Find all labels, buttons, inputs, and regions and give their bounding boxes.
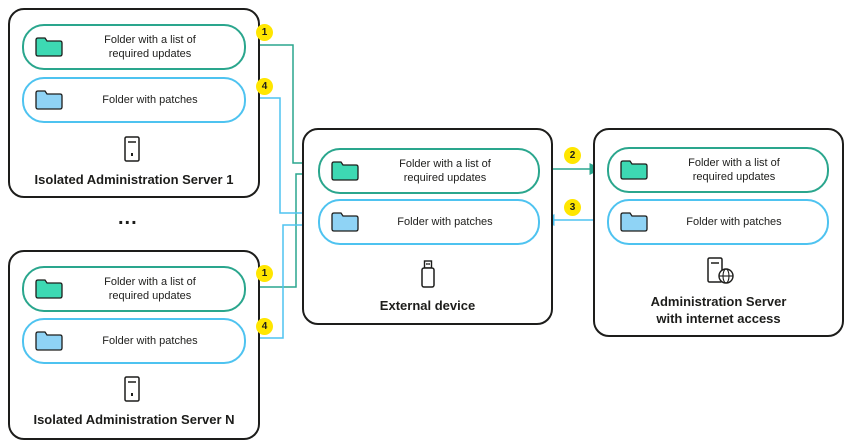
arrow-external-patches-to-serverN — [246, 224, 318, 344]
step-badge-4: 4 — [256, 318, 273, 335]
list-folder-label: Folder with a list of required updates — [399, 158, 491, 184]
patches-folder-label: Folder with patches — [102, 335, 198, 347]
folder-icon — [35, 331, 63, 351]
server-icon — [124, 136, 140, 162]
external-device-title: External device — [379, 298, 476, 313]
folder-icon — [620, 212, 648, 232]
folder-icon — [331, 212, 359, 232]
patches-folder-label: Folder with patches — [686, 216, 782, 228]
server-globe-icon — [707, 257, 734, 284]
server1-list-folder: Folder with a list of required updates — [22, 24, 246, 70]
isolated-server-1-box: Folder with a list of required updates F… — [8, 8, 260, 198]
external-patches-folder: Folder with patches — [318, 199, 540, 245]
isolated-server-n-box: Folder with a list of required updates F… — [8, 250, 260, 440]
list-folder-label: Folder with a list of required updates — [104, 34, 196, 60]
internet-server-title: Administration Server with internet acce… — [650, 294, 787, 326]
ellipsis: ... — [118, 207, 138, 229]
internet-list-folder: Folder with a list of required updates — [607, 147, 829, 193]
server1-patches-folder: Folder with patches — [22, 77, 246, 123]
step-badge-3: 3 — [564, 199, 581, 216]
folder-icon — [35, 279, 63, 299]
server-icon — [124, 376, 140, 402]
serverN-patches-folder: Folder with patches — [22, 318, 246, 364]
serverN-list-folder: Folder with a list of required updates — [22, 266, 246, 312]
server-title: Isolated Administration Server N — [33, 412, 235, 427]
internet-patches-folder: Folder with patches — [607, 199, 829, 245]
step-badge-4: 4 — [256, 78, 273, 95]
patches-folder-label: Folder with patches — [102, 94, 198, 106]
folder-icon — [331, 161, 359, 181]
internet-server-box: Folder with a list of required updates F… — [593, 128, 844, 337]
external-device-box: Folder with a list of required updates F… — [302, 128, 553, 325]
step-badge-1: 1 — [256, 24, 273, 41]
list-folder-label: Folder with a list of required updates — [688, 157, 780, 183]
folder-icon — [35, 37, 63, 57]
server-title: Isolated Administration Server 1 — [34, 172, 234, 187]
step-badge-2: 2 — [564, 147, 581, 164]
folder-icon — [35, 90, 63, 110]
list-folder-label: Folder with a list of required updates — [104, 276, 196, 302]
patches-folder-label: Folder with patches — [397, 216, 493, 228]
arrow-external-patches-to-server1 — [246, 92, 318, 214]
folder-icon — [620, 160, 648, 180]
step-badge-1: 1 — [256, 265, 273, 282]
external-list-folder: Folder with a list of required updates — [318, 148, 540, 194]
usb-drive-icon — [421, 260, 435, 288]
